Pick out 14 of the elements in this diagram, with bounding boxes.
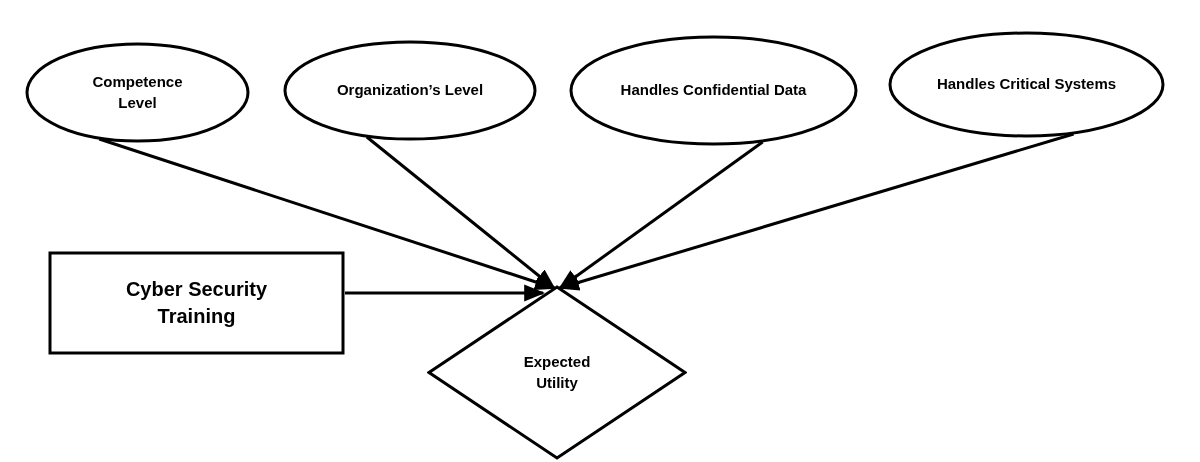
node-label: Handles Confidential Data [620,80,807,101]
ellipse-node [25,42,250,143]
arrow [365,135,556,290]
node-label: Cyber Security Training [124,276,269,329]
process-box [48,251,345,355]
node-label: Organization’s Level [336,80,484,101]
node-label: Expected Utility [522,351,592,393]
ellipse-node [569,35,858,146]
decision-diamond [427,285,687,460]
node-label: Competence Level [91,71,184,113]
ellipse-node [283,40,537,141]
ellipse-node [888,31,1165,138]
node-label: Handles Critical Systems [936,74,1117,95]
arrow [345,284,546,302]
